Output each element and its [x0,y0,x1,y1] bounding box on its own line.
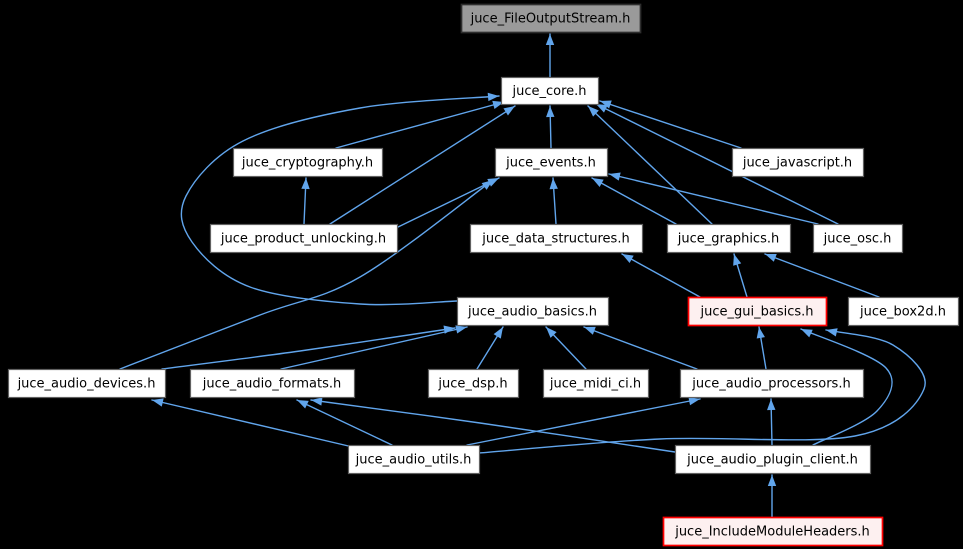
node-label-javascript: juce_javascript.h [742,156,852,171]
arrowhead-icon [545,34,555,45]
arrowhead-icon [487,178,499,187]
edge-data_structures-to-events [549,177,558,225]
node-label-audio_devices: juce_audio_devices.h [17,377,156,392]
node-label-include_module_headers: juce_IncludeModuleHeaders.h [674,525,870,540]
arrowhead-icon [826,328,838,337]
node-label-graphics: juce_graphics.h [677,232,779,247]
edge-audio_utils-to-audio_processors [466,397,701,446]
edge-audio_plugin_client-to-audio_formats [310,397,676,453]
arrowhead-icon [311,397,323,406]
arrowhead-icon [767,475,777,486]
node-label-box2d: juce_box2d.h [859,305,946,320]
node-label-gui_basics: juce_gui_basics.h [700,305,814,320]
node-box2d[interactable]: juce_box2d.h [847,296,960,327]
arrowhead-icon [596,104,608,113]
arrowhead-icon [549,178,558,190]
edge-audio_formats-to-audio_basics [280,325,468,370]
arrowhead-icon [609,172,621,181]
edge-box2d-to-graphics [764,253,880,298]
node-label-audio_formats: juce_audio_formats.h [202,377,342,392]
edge-dsp-to-audio_basics [476,326,504,370]
node-audio_devices[interactable]: juce_audio_devices.h [7,368,167,399]
arrowhead-icon [584,326,596,335]
arrowhead-icon [503,106,515,116]
edge-product_unlocking-to-events [395,177,500,229]
edge-events-to-core [546,105,555,149]
edge-osc-to-core [595,103,839,225]
edge-midi_ci-to-audio_basics [545,326,587,370]
node-audio_utils[interactable]: juce_audio_utils.h [347,444,481,475]
arrowhead-icon [455,325,467,334]
arrowhead-icon [546,327,557,338]
edge-audio_processors-to-audio_basics [583,326,698,370]
node-label-audio_processors: juce_audio_processors.h [691,377,850,392]
edge-osc-to-events [608,172,819,225]
edge-audio_plugin_client-to-audio_processors [767,398,776,446]
edge-core-to-file_output_stream [545,33,555,78]
edge-graphics-to-events [591,177,677,225]
edge-audio_utils-to-gui_basics [478,328,926,454]
edge-audio_processors-to-gui_basics [756,326,767,370]
arrowhead-icon [493,327,503,339]
edge-product_unlocking-to-core [329,105,516,225]
arrowhead-icon [801,329,813,338]
node-audio_basics[interactable]: juce_audio_basics.h [456,296,610,327]
node-label-cryptography: juce_cryptography.h [241,156,373,171]
arrowhead-icon [765,253,777,262]
edge-audio_utils-to-audio_formats [296,399,393,446]
edge-audio_utils-to-audio_devices [151,398,358,449]
node-label-midi_ci: juce_midi_ci.h [549,377,641,392]
node-label-dsp: juce_dsp.h [437,377,507,392]
arrowhead-icon [600,100,612,109]
node-label-events: juce_events.h [505,156,596,171]
node-events[interactable]: juce_events.h [494,147,609,178]
node-audio_formats[interactable]: juce_audio_formats.h [189,368,356,399]
node-include_module_headers[interactable]: juce_IncludeModuleHeaders.h [662,516,884,547]
node-label-audio_plugin_client: juce_audio_plugin_client.h [686,453,858,468]
arrowhead-icon [622,254,634,263]
arrowhead-icon [152,398,164,407]
node-label-product_unlocking: juce_product_unlocking.h [220,232,386,247]
node-midi_ci[interactable]: juce_midi_ci.h [542,368,650,399]
edge-audio_devices-to-events [119,179,494,370]
node-gui_basics[interactable]: juce_gui_basics.h [687,296,828,327]
arrowhead-icon [756,327,765,339]
node-label-osc: juce_osc.h [823,232,892,247]
arrowhead-icon [297,400,309,409]
node-dsp[interactable]: juce_dsp.h [427,368,520,399]
node-audio_plugin_client[interactable]: juce_audio_plugin_client.h [674,444,872,475]
node-label-core: juce_core.h [511,84,586,99]
node-label-data_structures: juce_data_structures.h [481,232,629,247]
edge-audio_basics-to-core [180,92,500,306]
edge-product_unlocking-to-cryptography [301,177,310,225]
node-core[interactable]: juce_core.h [500,76,600,106]
arrowhead-icon [688,397,700,406]
node-file_output_stream[interactable]: juce_FileOutputStream.h [460,3,642,34]
node-javascript[interactable]: juce_javascript.h [731,147,865,178]
node-label-audio_utils: juce_audio_utils.h [355,453,472,468]
arrowhead-icon [767,399,776,411]
node-audio_processors[interactable]: juce_audio_processors.h [679,368,865,399]
edge-graphics-to-core [587,105,713,225]
arrowhead-icon [487,92,499,102]
node-data_structures[interactable]: juce_data_structures.h [469,223,644,254]
edge-gui_basics-to-graphics [733,253,748,298]
node-graphics[interactable]: juce_graphics.h [666,223,792,254]
arrowhead-icon [481,180,493,190]
node-product_unlocking[interactable]: juce_product_unlocking.h [209,223,399,254]
node-cryptography[interactable]: juce_cryptography.h [232,147,384,178]
arrowhead-icon [588,106,599,117]
node-osc[interactable]: juce_osc.h [812,223,904,254]
edge-gui_basics-to-data_structures [621,253,701,298]
arrowhead-icon [592,178,604,187]
node-label-file_output_stream: juce_FileOutputStream.h [470,12,631,27]
edge-javascript-to-core [599,100,742,149]
arrowhead-icon [733,254,742,266]
node-label-audio_basics: juce_audio_basics.h [467,305,597,320]
arrowhead-icon [301,178,310,190]
arrowhead-icon [546,106,555,118]
edge-audio_plugin_client-to-gui_basics [800,328,893,446]
edge-include_module_headers-to-audio_plugin_client [767,474,777,518]
